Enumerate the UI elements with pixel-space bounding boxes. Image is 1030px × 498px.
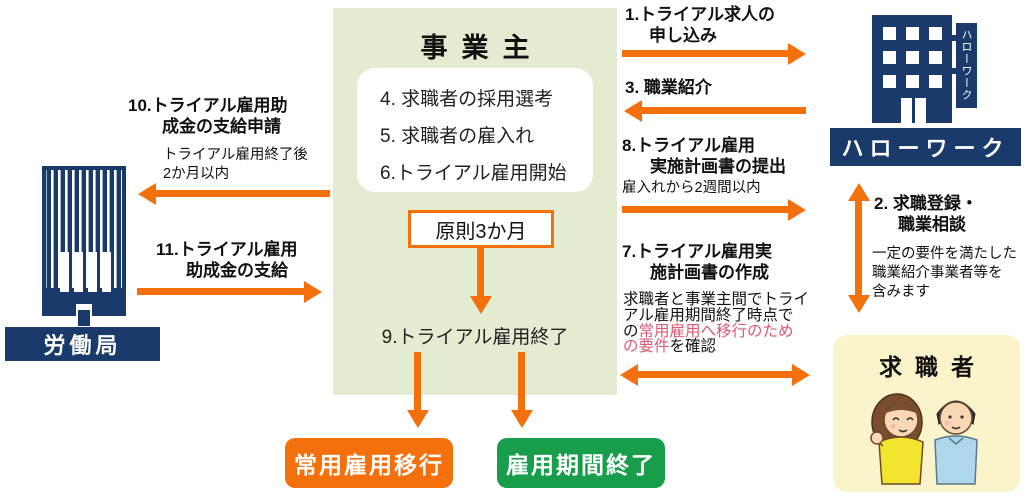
- flow-arrow-to-regular: [414, 352, 421, 410]
- jobseeker-box: 求職者: [833, 335, 1020, 492]
- labor-bureau-building-icon: [42, 166, 126, 326]
- flow-8-label-line1: 8.トライアル雇用: [622, 136, 756, 155]
- flow-7-note: 求職者と事業主間でトライ アル雇用期間終了時点で の常用雇用へ移行のため の要件…: [623, 291, 810, 356]
- flow-2-label-line2: 職業相談: [898, 215, 966, 234]
- period-box: 原則3か月: [408, 210, 554, 248]
- flow-1-label-line1: 1.トライアル求人の: [625, 5, 776, 24]
- step-4: 4. 求職者の採用選考: [380, 89, 554, 110]
- flow-11-label-line1: 11.トライアル雇用: [156, 240, 298, 259]
- hellowork-banner: ハローワーク: [830, 128, 1021, 166]
- flow-1-label-line2: 申し込み: [649, 26, 717, 45]
- hellowork-sign-text: ハローワーク: [960, 29, 973, 101]
- employer-panel: 事業主 4. 求職者の採用選考 5. 求職者の雇入れ 6.トライアル雇用開始 原…: [333, 8, 617, 395]
- flow-arrow-8-right: [622, 206, 788, 213]
- flow-2-note-line3: 含みます: [872, 284, 930, 300]
- flow-7-label-line1: 7.トライアル雇用実: [622, 242, 773, 261]
- flow-arrow-period-down: [477, 246, 484, 296]
- employer-title: 事業主: [420, 33, 544, 63]
- jobseekers-icon: [870, 393, 978, 485]
- hellowork-building-icon: ハローワーク: [872, 15, 977, 123]
- flow-arrow-11-right: [137, 288, 304, 295]
- flow-3-label: 3. 職業紹介: [625, 78, 712, 97]
- flow-arrow-to-end: [518, 352, 525, 410]
- flow-arrow-1-right: [622, 50, 788, 57]
- flow-8-label-line2: 実施計画書の提出: [650, 157, 786, 176]
- flow-2-label-line1: 2. 求職登録・: [874, 194, 978, 213]
- flow-10-note-line1: トライアル雇用終了後: [163, 147, 308, 163]
- flow-2-note-line2: 職業紹介事業者等を: [872, 265, 1003, 281]
- outcome-regular-box: 常用雇用移行: [285, 438, 453, 488]
- flow-10-label-line2: 成金の支給申請: [162, 117, 281, 136]
- flow-arrow-10-left: [156, 190, 330, 197]
- flow-10-label-line1: 10.トライアル雇用助: [128, 96, 288, 115]
- flow-10-note-line2: 2か月以内: [163, 166, 230, 182]
- flow-8-note: 雇入れから2週間以内: [622, 180, 761, 196]
- flow-11-label-line2: 助成金の支給: [186, 261, 288, 280]
- step-6: 6.トライアル雇用開始: [380, 163, 567, 184]
- flow-2-note-line1: 一定の要件を満たした: [872, 246, 1017, 262]
- flow-arrow-2-both: [855, 201, 862, 295]
- outcome-end-box: 雇用期間終了: [497, 438, 665, 488]
- flow-arrow-7-both: [638, 371, 792, 378]
- flow-7-label-line2: 施計画書の作成: [650, 263, 769, 282]
- step-9-label: 9.トライアル雇用終了: [381, 327, 569, 348]
- flow-arrow-3-left: [642, 107, 806, 114]
- labor-bureau-banner: 労働局: [5, 327, 160, 361]
- employer-steps-box: 4. 求職者の採用選考 5. 求職者の雇入れ 6.トライアル雇用開始: [357, 68, 593, 192]
- jobseeker-title: 求職者: [879, 354, 987, 380]
- step-5: 5. 求職者の雇入れ: [380, 126, 535, 147]
